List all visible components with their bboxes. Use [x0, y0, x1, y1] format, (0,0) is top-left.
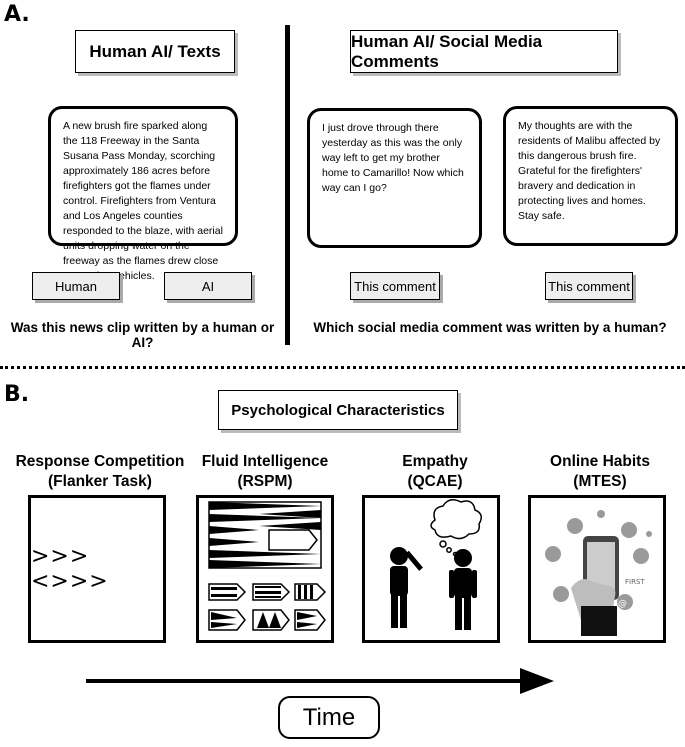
- online-habits-box: FIRST @: [528, 495, 666, 643]
- ai-button[interactable]: AI: [164, 272, 252, 300]
- right-arrow-icon: [86, 668, 554, 694]
- task-title-rspm: Fluid Intelligence (RSPM): [180, 452, 350, 492]
- comment-2-button[interactable]: This comment: [545, 272, 633, 300]
- comment-card-1: I just drove through there yesterday as …: [307, 108, 482, 248]
- task-name: Fluid Intelligence: [201, 453, 329, 470]
- right-question: Which social media comment was written b…: [313, 320, 667, 335]
- svg-text:FIRST: FIRST: [625, 578, 645, 586]
- right-panel-title: Human AI/ Social Media Comments: [350, 30, 618, 73]
- task-sub: (MTES): [573, 473, 627, 490]
- phone-apps-icon: FIRST @: [545, 510, 652, 636]
- task-name: Empathy: [402, 453, 468, 470]
- characteristics-title: Psychological Characteristics: [218, 390, 458, 430]
- section-divider: [0, 366, 685, 369]
- task-name: Online Habits: [550, 453, 650, 470]
- section-a-label: A.: [4, 2, 30, 27]
- comment-card-2: My thoughts are with the residents of Ma…: [503, 106, 678, 246]
- task-sub: (RSPM): [237, 473, 293, 490]
- section-b-label: B.: [4, 382, 30, 407]
- task-sub: (QCAE): [407, 473, 463, 490]
- task-sub: (Flanker Task): [48, 473, 152, 490]
- task-title-mtes: Online Habits (MTES): [515, 452, 685, 492]
- flanker-stimulus: >>><>>>: [31, 544, 109, 594]
- comment-1-button[interactable]: This comment: [350, 272, 440, 300]
- svg-text:@: @: [618, 599, 627, 609]
- task-name: Response Competition: [15, 453, 185, 470]
- rspm-box: [196, 495, 334, 643]
- vertical-divider: [285, 25, 290, 345]
- empathy-box: [362, 495, 500, 643]
- task-title-flanker: Response Competition (Flanker Task): [0, 452, 200, 492]
- flanker-box: >>><>>>: [28, 495, 166, 643]
- task-title-qcae: Empathy (QCAE): [350, 452, 520, 492]
- human-button[interactable]: Human: [32, 272, 120, 300]
- news-clip-card: A new brush fire sparked along the 118 F…: [48, 106, 238, 282]
- time-label: Time: [278, 696, 380, 739]
- left-question: Was this news clip written by a human or…: [10, 320, 275, 350]
- left-panel-title: Human AI/ Texts: [75, 30, 235, 73]
- people-thought-icon: [390, 499, 482, 630]
- matrix-puzzle-icon: [208, 501, 327, 631]
